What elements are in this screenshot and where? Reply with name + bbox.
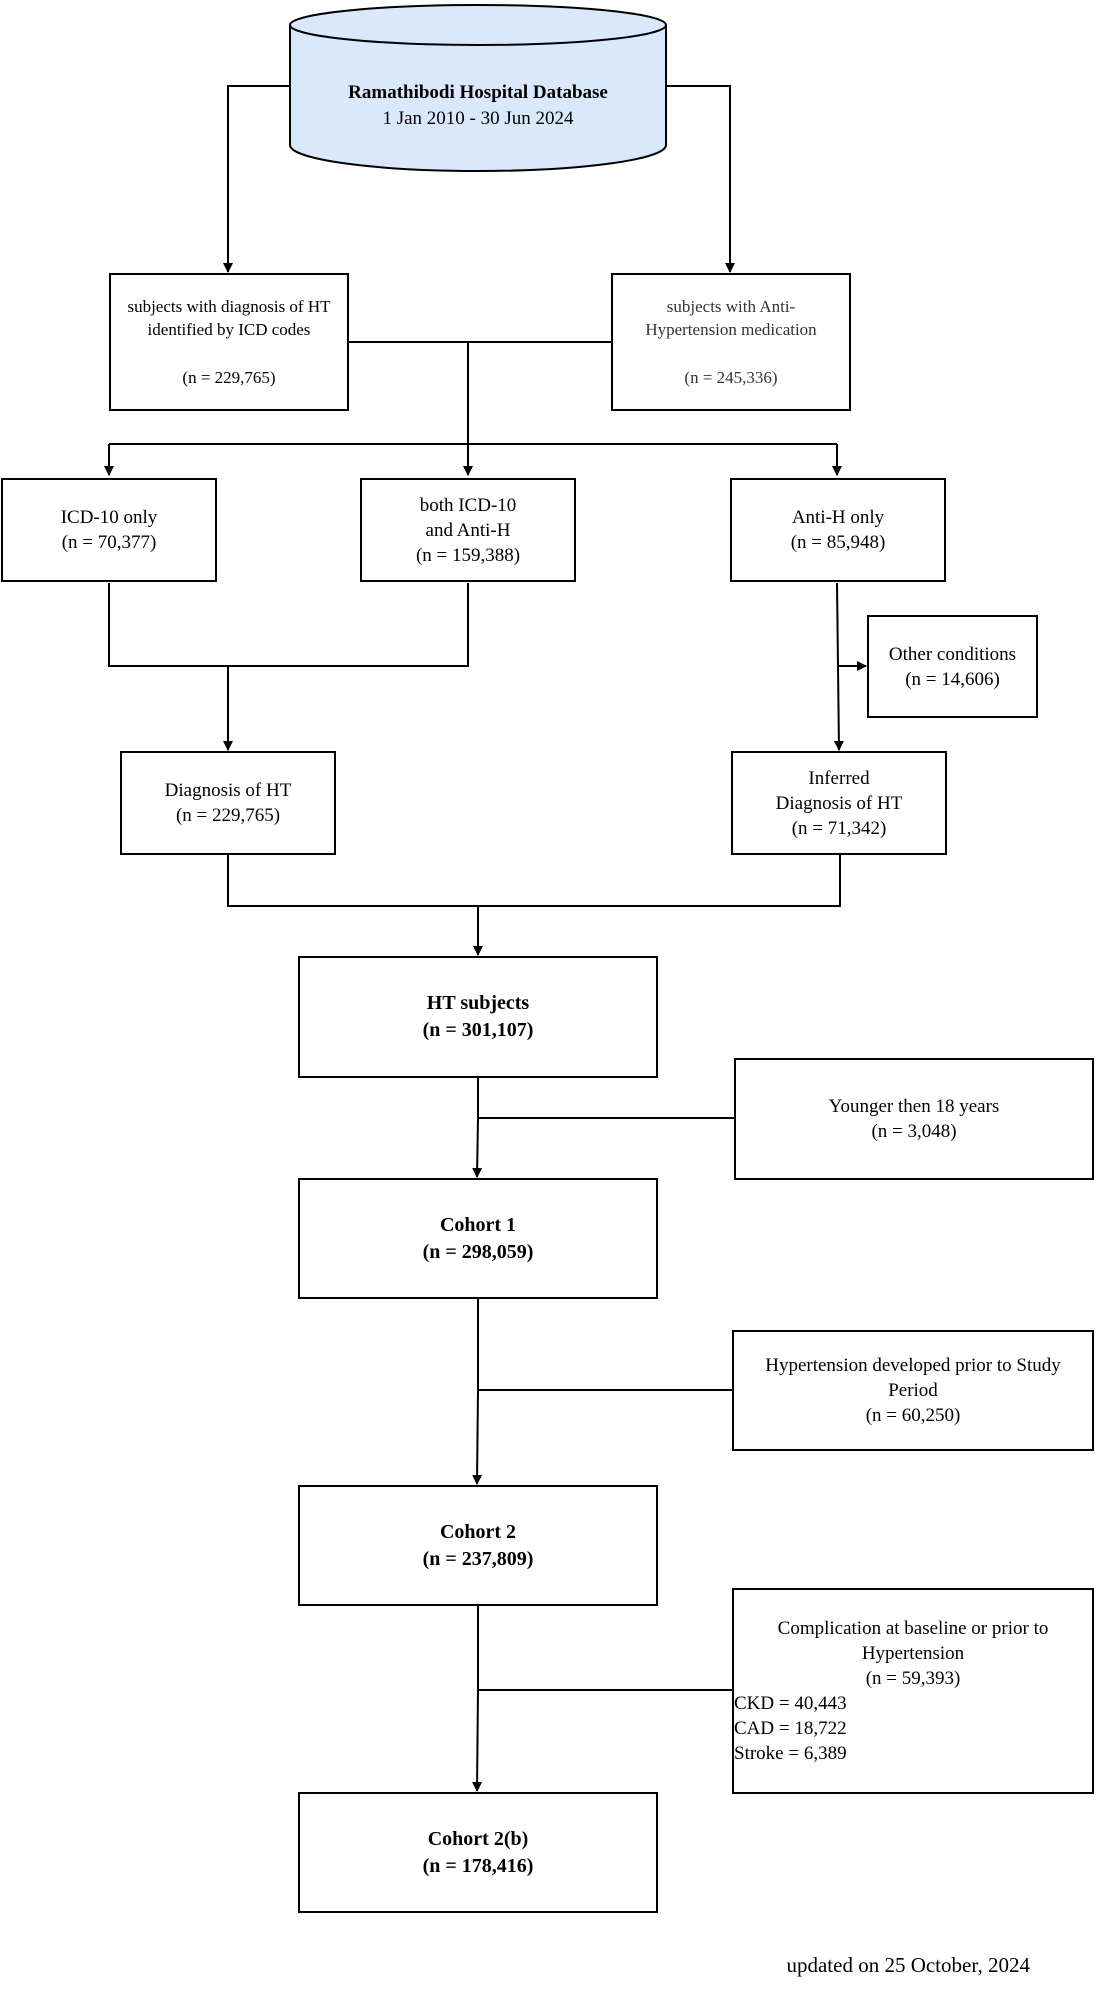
- edge-to-cohort1: [472, 1078, 483, 1178]
- both-box: both ICD-10 and Anti-H (n = 159,388): [360, 478, 576, 582]
- other-conditions-box: Other conditions (n = 14,606): [867, 615, 1038, 718]
- exclusion-age-box: Younger then 18 years (n = 3,048): [734, 1058, 1094, 1180]
- exclusion-prior-count: (n = 60,250): [865, 1405, 961, 1426]
- edge-icd-both-join: [108, 583, 469, 667]
- exclusion-prior-line1: Hypertension developed prior to Study: [765, 1355, 1061, 1376]
- cohort1-box: Cohort 1 (n = 298,059): [298, 1178, 658, 1299]
- exclusion-complication-box: Complication at baseline or prior to Hyp…: [732, 1588, 1094, 1794]
- edge-diag-inferred-join: [227, 855, 841, 907]
- database-dates: 1 Jan 2010 - 30 Jun 2024: [382, 108, 574, 129]
- icd-only-label: ICD-10 only: [60, 507, 158, 528]
- inferred-box: Inferred Diagnosis of HT (n = 71,342): [731, 751, 947, 855]
- edge-db-to-icd: [223, 85, 290, 273]
- cohort2-count: (n = 237,809): [422, 1547, 534, 1570]
- anti-only-label: Anti-H only: [791, 507, 885, 528]
- inferred-count: (n = 71,342): [791, 817, 887, 839]
- both-line1: both ICD-10: [419, 494, 517, 516]
- ht-subjects-box: HT subjects (n = 301,107): [298, 956, 658, 1078]
- icd-only-box: ICD-10 only (n = 70,377): [1, 478, 217, 582]
- other-conditions-count: (n = 14,606): [905, 668, 1000, 690]
- exclusion-prior-box: Hypertension developed prior to Study Pe…: [732, 1330, 1094, 1451]
- exclusion-complication-count: (n = 59,393): [865, 1668, 961, 1689]
- exclusion-age-count: (n = 3,048): [871, 1121, 957, 1142]
- inferred-line1: Inferred: [808, 767, 870, 789]
- database-title: Ramathibodi Hospital Database: [348, 82, 608, 103]
- database-label: Ramathibodi Hospital Database 1 Jan 2010…: [292, 80, 664, 132]
- ht-subjects-label: HT subjects: [426, 992, 530, 1014]
- complication-stroke: Stroke = 6,389: [734, 1743, 847, 1764]
- source-med-line2: Hypertension medication: [645, 320, 817, 339]
- both-count: (n = 159,388): [415, 544, 521, 566]
- cohort2b-label: Cohort 2(b): [427, 1827, 529, 1850]
- inferred-line2: Diagnosis of HT: [775, 792, 903, 814]
- complication-ckd: CKD = 40,443: [734, 1693, 847, 1714]
- other-conditions-label: Other conditions: [888, 643, 1017, 665]
- source-icd-box: subjects with diagnosis of HT identified…: [109, 273, 349, 411]
- exclusion-complication-line2: Hypertension: [861, 1643, 965, 1664]
- anti-only-count: (n = 85,948): [790, 532, 886, 553]
- edge-to-cohort2b: [472, 1606, 483, 1792]
- cohort2b-box: Cohort 2(b) (n = 178,416): [298, 1792, 658, 1913]
- diagnosis-label: Diagnosis of HT: [164, 780, 292, 801]
- anti-only-box: Anti-H only (n = 85,948): [730, 478, 946, 582]
- edge-db-to-med: [666, 85, 735, 273]
- source-med-count: (n = 245,336): [684, 368, 778, 387]
- exclusion-age-label: Younger then 18 years: [828, 1096, 1000, 1117]
- diagnosis-box: Diagnosis of HT (n = 229,765): [120, 751, 336, 855]
- source-icd-count: (n = 229,765): [182, 368, 276, 387]
- exclusion-prior-line2: Period: [888, 1380, 938, 1401]
- cohort1-label: Cohort 1: [439, 1213, 517, 1236]
- source-med-line1: subjects with Anti-: [666, 297, 796, 316]
- exclusion-complication-line1: Complication at baseline or prior to: [777, 1618, 1049, 1639]
- footer-updated: updated on 25 October, 2024: [786, 1953, 1030, 1977]
- database-cylinder: [289, 4, 667, 172]
- edge-to-cohort2: [472, 1299, 483, 1485]
- cohort1-count: (n = 298,059): [422, 1240, 534, 1263]
- cohort2-box: Cohort 2 (n = 237,809): [298, 1485, 658, 1606]
- cohort2-label: Cohort 2: [439, 1520, 517, 1543]
- source-med-box: subjects with Anti- Hypertension medicat…: [611, 273, 851, 411]
- cohort2b-count: (n = 178,416): [422, 1854, 534, 1877]
- complication-cad: CAD = 18,722: [734, 1718, 847, 1739]
- source-icd-line1: subjects with diagnosis of HT: [127, 297, 331, 316]
- both-line2: and Anti-H: [425, 519, 511, 541]
- icd-only-count: (n = 70,377): [61, 532, 157, 553]
- source-icd-line2: identified by ICD codes: [147, 320, 311, 339]
- diagnosis-count: (n = 229,765): [175, 805, 281, 826]
- ht-subjects-count: (n = 301,107): [422, 1019, 534, 1041]
